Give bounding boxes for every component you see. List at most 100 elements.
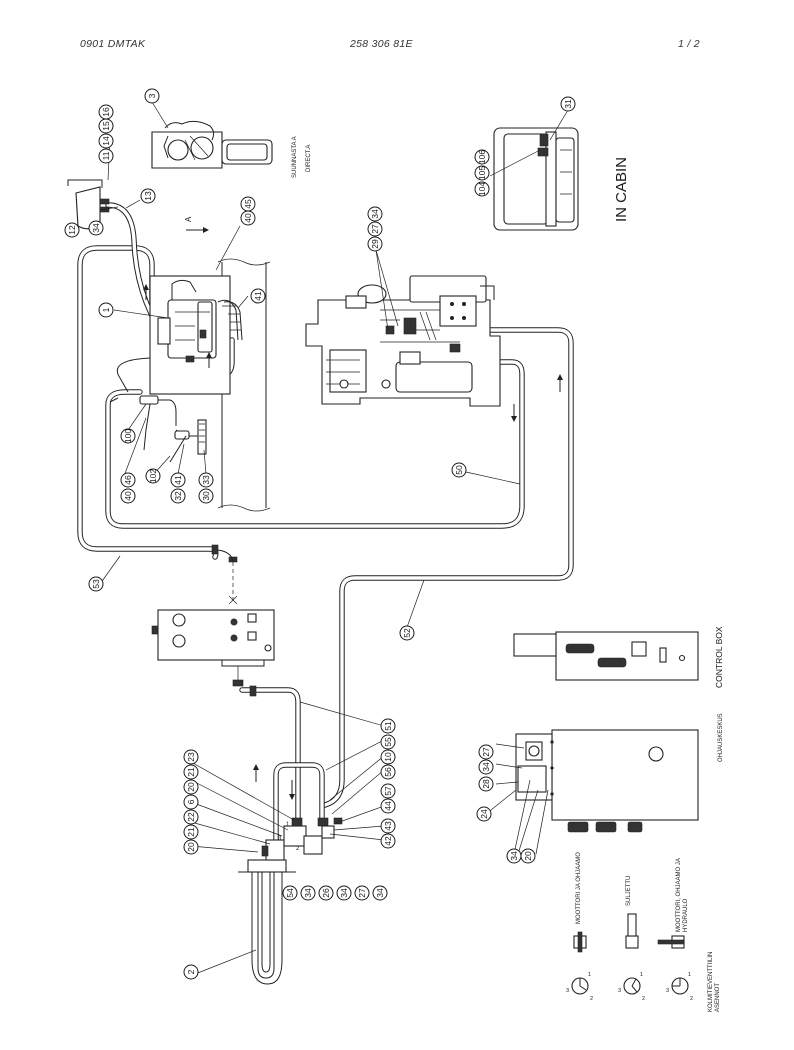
part-number: 105: [477, 166, 487, 180]
header-page-number: 1 / 2: [678, 38, 700, 50]
part-number: 33: [201, 475, 211, 485]
part-number: 27: [357, 888, 367, 898]
part-bubble-20: 20: [183, 779, 199, 795]
valve-mark-3b: 3: [618, 988, 621, 994]
part-number: 32: [173, 491, 183, 501]
label-suljettu: SULJETTU: [626, 876, 632, 906]
part-number: 34: [375, 888, 385, 898]
label-ohjauskeskus: OHJAUSKESKUS: [718, 713, 724, 762]
part-bubble-27: 27: [354, 885, 370, 901]
part-number: 41: [173, 475, 183, 485]
part-number: 51: [383, 721, 393, 731]
valve-mark-3a: 3: [566, 988, 569, 994]
exhaust-hose-41: [217, 299, 243, 341]
coolant-tank-12: [67, 179, 110, 230]
part-number: 15: [101, 121, 111, 131]
part-bubble-57: 57: [380, 783, 396, 799]
valve-mark-2c: 2: [690, 996, 693, 1002]
part-number: 41: [253, 291, 263, 301]
part-bubble-6: 6: [183, 794, 199, 810]
label-moottori-ohjaamo-hydraulo-1: MOOTTORI, OHJAAMO JA: [676, 858, 682, 932]
part-bubble-42: 42: [380, 833, 396, 849]
part-bubble-40: 40: [240, 210, 256, 226]
valve-mark-3c: 3: [666, 988, 669, 994]
part-number: 27: [481, 747, 491, 757]
part-number: 40: [123, 491, 133, 501]
label-direct-a: DIRECT.A: [306, 145, 312, 172]
part-bubble-106: 106: [474, 149, 490, 165]
part-number: 21: [186, 827, 196, 837]
part-bubble-23: 23: [183, 749, 199, 765]
part-number: 57: [383, 786, 393, 796]
part-bubble-31: 31: [560, 96, 576, 112]
flow-arrows-heater: [143, 284, 212, 368]
part-number: 6: [186, 799, 196, 804]
part-number: 34: [509, 851, 519, 861]
valve-mark-2b: 2: [642, 996, 645, 1002]
part-bubble-52: 52: [399, 625, 415, 641]
part-number: 22: [186, 812, 196, 822]
part-number: 56: [383, 767, 393, 777]
part-bubble-40: 40: [120, 488, 136, 504]
part-bubble-30: 30: [198, 488, 214, 504]
part-bubble-12: 12: [64, 222, 80, 238]
part-bubble-13: 13: [140, 188, 156, 204]
part-number: 40: [243, 213, 253, 223]
part-number: 106: [477, 150, 487, 164]
tee-fittings: 3 2 1: [261, 817, 343, 861]
part-bubble-32: 32: [170, 488, 186, 504]
part-number: 34: [303, 888, 313, 898]
valve-mark-1c: 1: [688, 972, 691, 978]
part-bubble-26: 26: [318, 885, 334, 901]
valve-mark-1b: 1: [640, 972, 643, 978]
part-bubble-34: 34: [88, 220, 104, 236]
part-bubble-105: 105: [474, 165, 490, 181]
part-number: 54: [285, 888, 295, 898]
part-number: 52: [402, 628, 412, 638]
part-bubble-44: 44: [380, 798, 396, 814]
label-moottori-ohjaamo: MOOTTORI JA OHJAAMO: [576, 852, 582, 924]
leader-cabin: [489, 109, 569, 177]
part-number: 11: [101, 151, 111, 160]
part-number: 53: [91, 579, 101, 589]
svg-text:2: 2: [296, 846, 300, 852]
leader-lines: [99, 101, 549, 977]
part-bubble-20: 20: [183, 839, 199, 855]
part-number: 45: [243, 199, 253, 209]
part-number: 10: [383, 752, 393, 762]
valve-housing: [151, 562, 275, 697]
part-bubble-34: 34: [300, 885, 316, 901]
view-arrow-a: A: [184, 216, 209, 233]
part-bubble-34: 34: [478, 759, 494, 775]
part-bubble-20: 20: [520, 848, 536, 864]
label-in-cabin: IN CABIN: [613, 157, 630, 222]
part-bubble-2: 2: [183, 964, 199, 980]
part-number: 14: [101, 136, 111, 146]
part-bubble-100: 100: [120, 428, 136, 444]
part-bubble-22: 22: [183, 809, 199, 825]
part-number: 42: [383, 836, 393, 846]
label-suunnasta-a: SUUNNASTA A: [292, 136, 298, 178]
flow-arrows-engine: [511, 374, 563, 422]
leader-29-27-34: [375, 249, 399, 331]
part-callouts: 1231213341114151640454110010210410510631…: [64, 88, 576, 980]
part-bubble-21: 21: [183, 764, 199, 780]
part-bubble-34: 34: [372, 885, 388, 901]
header-part-number: 258 306 81E: [350, 38, 413, 50]
part-bubble-34: 34: [336, 885, 352, 901]
part-number: 34: [339, 888, 349, 898]
engine-block: [305, 275, 501, 407]
part-number: 21: [186, 767, 196, 777]
part-bubble-14: 14: [98, 133, 114, 149]
label-control-box: CONTROL BOX: [714, 626, 724, 688]
part-number: 27: [370, 224, 380, 234]
part-bubble-29: 29: [367, 236, 383, 252]
part-bubble-102: 102: [145, 468, 161, 484]
part-bubble-104: 104: [474, 181, 490, 197]
part-number: 20: [523, 851, 533, 861]
part-bubble-27: 27: [367, 221, 383, 237]
part-number: 50: [454, 465, 464, 475]
control-center: [515, 729, 699, 833]
part-bubble-27: 27: [478, 744, 494, 760]
